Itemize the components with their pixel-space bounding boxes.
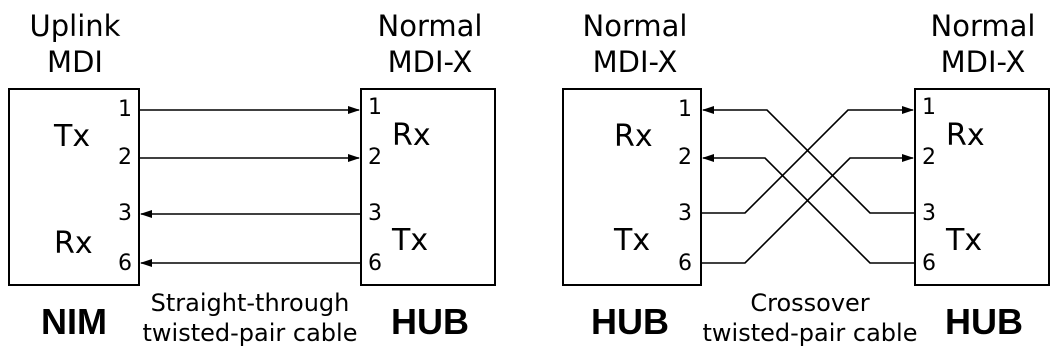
nim-tx-label: Tx [54, 119, 91, 154]
hub-b-rx-label: Rx [946, 118, 985, 153]
hub-left-pin-6: 6 [368, 251, 382, 276]
straight-cable-line1: Straight-through [150, 289, 350, 317]
hub-b-header-line1: Normal [930, 9, 1036, 43]
straight-cable-line2: twisted-pair cable [142, 319, 358, 347]
hub-a-name: HUB [591, 301, 669, 342]
nim-header-line2: MDI [47, 45, 103, 79]
crossover-cable-caption: Crossover twisted-pair cable [700, 288, 920, 348]
nim-box [8, 88, 140, 286]
hub-a-tx-label: Tx [614, 223, 651, 258]
hub-left-header: Normal MDI-X [355, 8, 505, 80]
hub-left-pin-3: 3 [368, 201, 382, 226]
hub-b-pin-2: 2 [922, 145, 936, 170]
hub-a-pin-2: 2 [678, 145, 692, 170]
nim-header-line1: Uplink [29, 9, 121, 43]
crossover-wire-3-to-1 [702, 106, 914, 214]
nim-name: NIM [41, 301, 107, 342]
hub-a-rx-label: Rx [614, 119, 653, 154]
hub-left-box [360, 88, 496, 286]
hub-a-header: Normal MDI-X [560, 8, 710, 80]
hub-a-header-line1: Normal [582, 9, 688, 43]
hub-a-pin-3: 3 [678, 201, 692, 226]
nim-pin-2: 2 [118, 145, 132, 170]
hub-a-pin-1: 1 [678, 97, 692, 122]
hub-left-tx-label: Tx [392, 223, 429, 258]
hub-b-pin-6: 6 [922, 251, 936, 276]
hub-a-box [562, 88, 702, 286]
nim-header: Uplink MDI [10, 8, 140, 80]
crossover-cable-line2: twisted-pair cable [702, 319, 918, 347]
nim-rx-label: Rx [54, 226, 93, 261]
hub-left-header-line1: Normal [377, 9, 483, 43]
crossover-wire-6-to-2 [702, 154, 914, 264]
crossover-wire-r6-to-2 [702, 154, 914, 264]
hub-left-pin-2: 2 [368, 145, 382, 170]
hub-b-box [914, 88, 1050, 286]
hub-b-header: Normal MDI-X [908, 8, 1058, 80]
hub-b-pin-3: 3 [922, 201, 936, 226]
crossover-wire-r3-to-1 [702, 106, 914, 214]
hub-left-pin-1: 1 [368, 95, 382, 120]
nim-pin-1: 1 [118, 97, 132, 122]
hub-left-header-line2: MDI-X [387, 45, 473, 79]
hub-b-header-line2: MDI-X [940, 45, 1026, 79]
hub-a-pin-6: 6 [678, 251, 692, 276]
crossover-cable-line1: Crossover [750, 289, 870, 317]
hub-a-header-line2: MDI-X [592, 45, 678, 79]
nim-pin-6: 6 [118, 251, 132, 276]
nim-pin-3: 3 [118, 201, 132, 226]
hub-b-tx-label: Tx [946, 223, 983, 258]
hub-left-name: HUB [391, 301, 469, 342]
hub-left-rx-label: Rx [392, 118, 431, 153]
straight-cable-caption: Straight-through twisted-pair cable [140, 288, 360, 348]
hub-b-name: HUB [945, 301, 1023, 342]
hub-b-pin-1: 1 [922, 95, 936, 120]
